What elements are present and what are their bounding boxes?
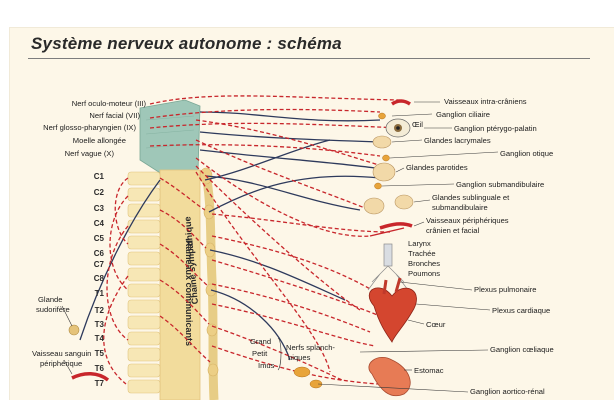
label-ganglion-coeliaque: Ganglion cœliaque xyxy=(490,345,554,354)
label-ganglion-pterygo-palatin: Ganglion ptérygo-palatin xyxy=(454,124,537,133)
sympathetic-chain xyxy=(200,168,219,400)
label-ganglion-ciliaire: Ganglion ciliaire xyxy=(436,110,490,119)
label-imus: Imus xyxy=(258,361,275,370)
segment-label: T7 xyxy=(95,379,105,388)
stomach xyxy=(368,357,411,397)
label-vaisseaux-intra-craniens: Vaisseaux intra-crâniens xyxy=(444,97,527,106)
label-petit: Petit xyxy=(252,349,268,358)
label-niques: niques xyxy=(288,353,311,362)
label-estomac: Estomac xyxy=(414,366,444,375)
submandibular-glands xyxy=(363,194,414,215)
label-nerf-facial: Nerf facial (VII) xyxy=(89,111,140,120)
label-glandes-parotides: Glandes parotides xyxy=(406,163,468,172)
label-larynx: Larynx xyxy=(408,239,431,248)
label-rameaux-communicants: Rameaux communicants xyxy=(184,240,194,346)
eye xyxy=(385,118,411,138)
parasympathetic-fibers xyxy=(149,95,405,373)
title-rule xyxy=(28,58,590,59)
segment-labels: C1 C2 C3 C4 C5 C6 C7 C8 T1 T2 T3 T4 T5 T… xyxy=(94,172,105,388)
heart xyxy=(368,277,417,343)
label-vaisseau-sanguin: Vaisseau sanguin xyxy=(32,349,91,358)
segment-label: C2 xyxy=(94,188,105,197)
label-nerfs-splanch: Nerfs splanch- xyxy=(286,343,335,352)
segment-label: C6 xyxy=(94,249,105,258)
segment-label: C8 xyxy=(94,274,105,283)
segment-label: T1 xyxy=(95,289,105,298)
sweat-gland xyxy=(68,324,80,336)
label-grand: Grand xyxy=(250,337,271,346)
lungs-trachea xyxy=(367,243,409,291)
label-ganglion-submandibulaire: Ganglion submandibulaire xyxy=(456,180,544,189)
label-peripherique: périphérique xyxy=(40,359,82,368)
ganglia-cranial xyxy=(374,112,390,190)
label-ganglion-aortico-renal: Ganglion aortico-rénal xyxy=(470,387,545,396)
sympathetic-fibers xyxy=(79,111,381,361)
label-glande: Glande xyxy=(38,295,63,304)
medulla-oblongata xyxy=(139,99,201,179)
vessel-peripheral-face xyxy=(379,222,413,230)
label-oeil: Œil xyxy=(412,120,423,129)
segment-label: T6 xyxy=(95,364,105,373)
label-cranien-facial: crânien et facial xyxy=(426,226,479,235)
segment-label: C4 xyxy=(94,219,105,228)
spinal-nerve-loops xyxy=(103,177,211,385)
label-sudorifere: sudorifère xyxy=(36,305,70,314)
label-nerf-glosso-pharyngien: Nerf glosso-pharyngien (IX) xyxy=(43,123,136,132)
label-glandes-sublinguale: Glandes sublinguale et xyxy=(432,193,510,202)
lacrimal-gland xyxy=(372,135,392,149)
peripheral-vessel xyxy=(71,372,110,382)
segment-label: T2 xyxy=(95,306,105,315)
leader-lines xyxy=(61,101,499,393)
label-nerf-vague: Nerf vague (X) xyxy=(65,149,115,158)
segment-label: T4 xyxy=(95,334,105,343)
label-plexus-pulmonaire: Plexus pulmonaire xyxy=(474,285,536,294)
label-submandibulaire: submandibulaire xyxy=(432,203,488,212)
label-trachee: Trachée xyxy=(408,249,436,258)
segment-label: T3 xyxy=(95,320,105,329)
diagram-title: Système nerveux autonome : schéma xyxy=(31,34,342,53)
vertebrae xyxy=(127,171,161,394)
label-coeur: Cœur xyxy=(426,320,446,329)
label-glandes-lacrymales: Glandes lacrymales xyxy=(424,136,491,145)
label-moelle-allongee: Moelle allongée xyxy=(73,136,126,145)
label-poumons: Poumons xyxy=(408,269,440,278)
label-ganglion-otique: Ganglion otique xyxy=(500,149,553,158)
segment-label: C7 xyxy=(94,260,105,269)
segment-label: C1 xyxy=(94,172,105,181)
label-bronches: Bronches xyxy=(408,259,440,268)
label-plexus-cardiaque: Plexus cardiaque xyxy=(492,306,550,315)
parotid-gland xyxy=(372,162,396,182)
diagram-sheet xyxy=(10,28,614,400)
segment-label: C3 xyxy=(94,204,105,213)
label-nerf-oculo-moteur: Nerf oculo-moteur (III) xyxy=(72,99,147,108)
segment-label: T5 xyxy=(95,349,105,358)
celiac-ganglion xyxy=(293,366,323,389)
segment-label: C5 xyxy=(94,234,105,243)
vessel-intracranial xyxy=(391,99,411,106)
label-vaisseaux-peripheriques: Vaisseaux périphériques xyxy=(426,216,509,225)
